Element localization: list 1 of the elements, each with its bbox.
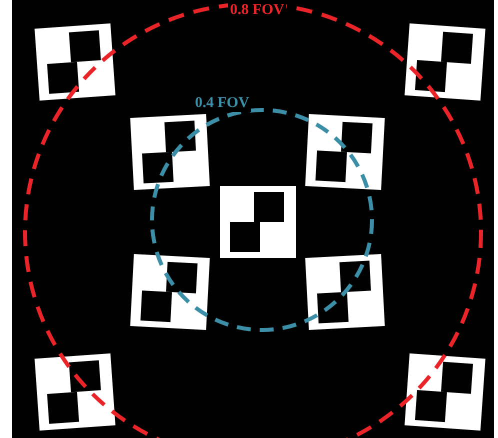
fov-label: 0.4 FOV bbox=[193, 95, 252, 112]
